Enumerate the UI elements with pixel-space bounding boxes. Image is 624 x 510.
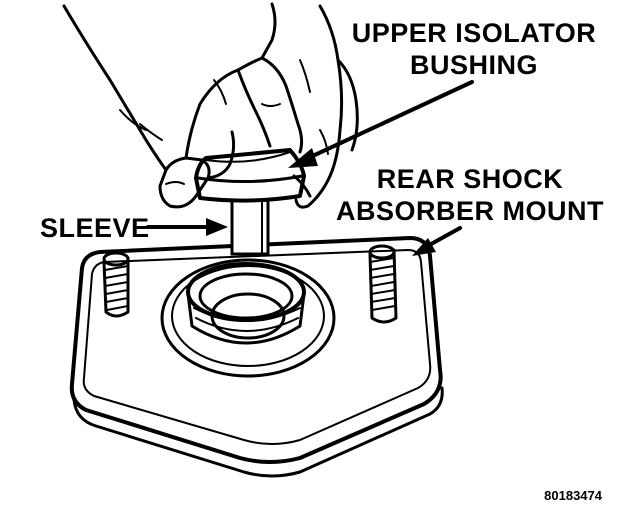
mount-leader-arrow [412,226,462,256]
rear-shock-label-line2: ABSORBER MOUNT [336,196,604,226]
left-mounting-stud [102,251,130,318]
sleeve [230,194,270,256]
hand-illustration [62,2,359,209]
upper-isolator-label-line2: BUSHING [410,50,538,80]
bushing-leader-arrow [288,80,474,168]
figure-code: 80183474 [544,488,603,503]
right-mounting-stud [368,244,398,324]
upper-isolator-label-line1: UPPER ISOLATOR [352,18,597,48]
sleeve-leader-arrow [146,218,228,236]
rear-shock-label-line1: REAR SHOCK [377,164,564,194]
center-bore-boss [160,258,336,378]
upper-isolator-bushing [194,148,306,203]
sleeve-label: SLEEVE [40,213,150,243]
